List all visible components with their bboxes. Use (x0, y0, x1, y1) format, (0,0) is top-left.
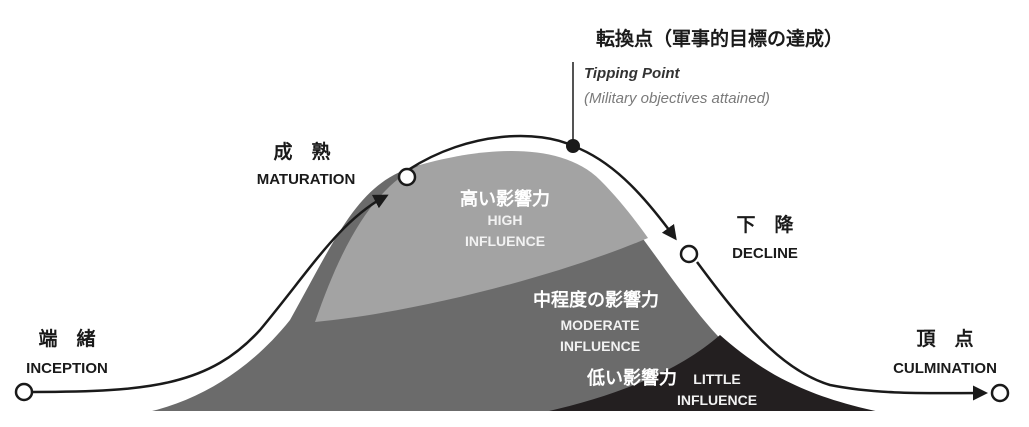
tipping-point-marker (566, 139, 580, 153)
inception-marker (14, 382, 34, 402)
little-influence-label-en-1: LITTLE (693, 371, 740, 387)
tipping-point-label-jp: 転換点（軍事的目標の達成） (596, 27, 843, 50)
little-influence-label-jp: 低い影響力 (586, 367, 677, 389)
culmination-label-jp: 頂 点 (916, 328, 973, 350)
inception-label-jp: 端 緒 (38, 327, 95, 350)
maturation-label-jp: 成 熟 (273, 140, 330, 163)
maturation-label-en: MATURATION (257, 171, 356, 188)
little-influence-label-en-2: INFLUENCE (677, 392, 757, 408)
maturation-marker (397, 167, 417, 187)
inception-label-en: INCEPTION (26, 360, 108, 377)
culmination-label-en: CULMINATION (893, 360, 997, 377)
lifecycle-curve-descent (695, 261, 988, 401)
culmination-marker (990, 383, 1010, 403)
high-influence-label-jp: 高い影響力 (460, 188, 550, 210)
decline-marker (679, 244, 699, 264)
decline-label-en: DECLINE (732, 245, 798, 262)
high-influence-label-en-2: INFLUENCE (465, 233, 545, 249)
decline-label-jp: 下 降 (736, 213, 794, 236)
tipping-point-label-en: Tipping Point (584, 65, 681, 82)
moderate-influence-label-en-1: MODERATE (560, 317, 639, 333)
moderate-influence-label-jp: 中程度の影響力 (533, 289, 659, 311)
moderate-influence-label-en-2: INFLUENCE (560, 338, 640, 354)
high-influence-label-en-1: HIGH (488, 212, 523, 228)
high-influence-region (315, 151, 648, 322)
tipping-point-sublabel-en: (Military objectives attained) (584, 90, 770, 107)
lifecycle-curve-rise (31, 194, 389, 394)
little-influence-region (545, 335, 880, 412)
